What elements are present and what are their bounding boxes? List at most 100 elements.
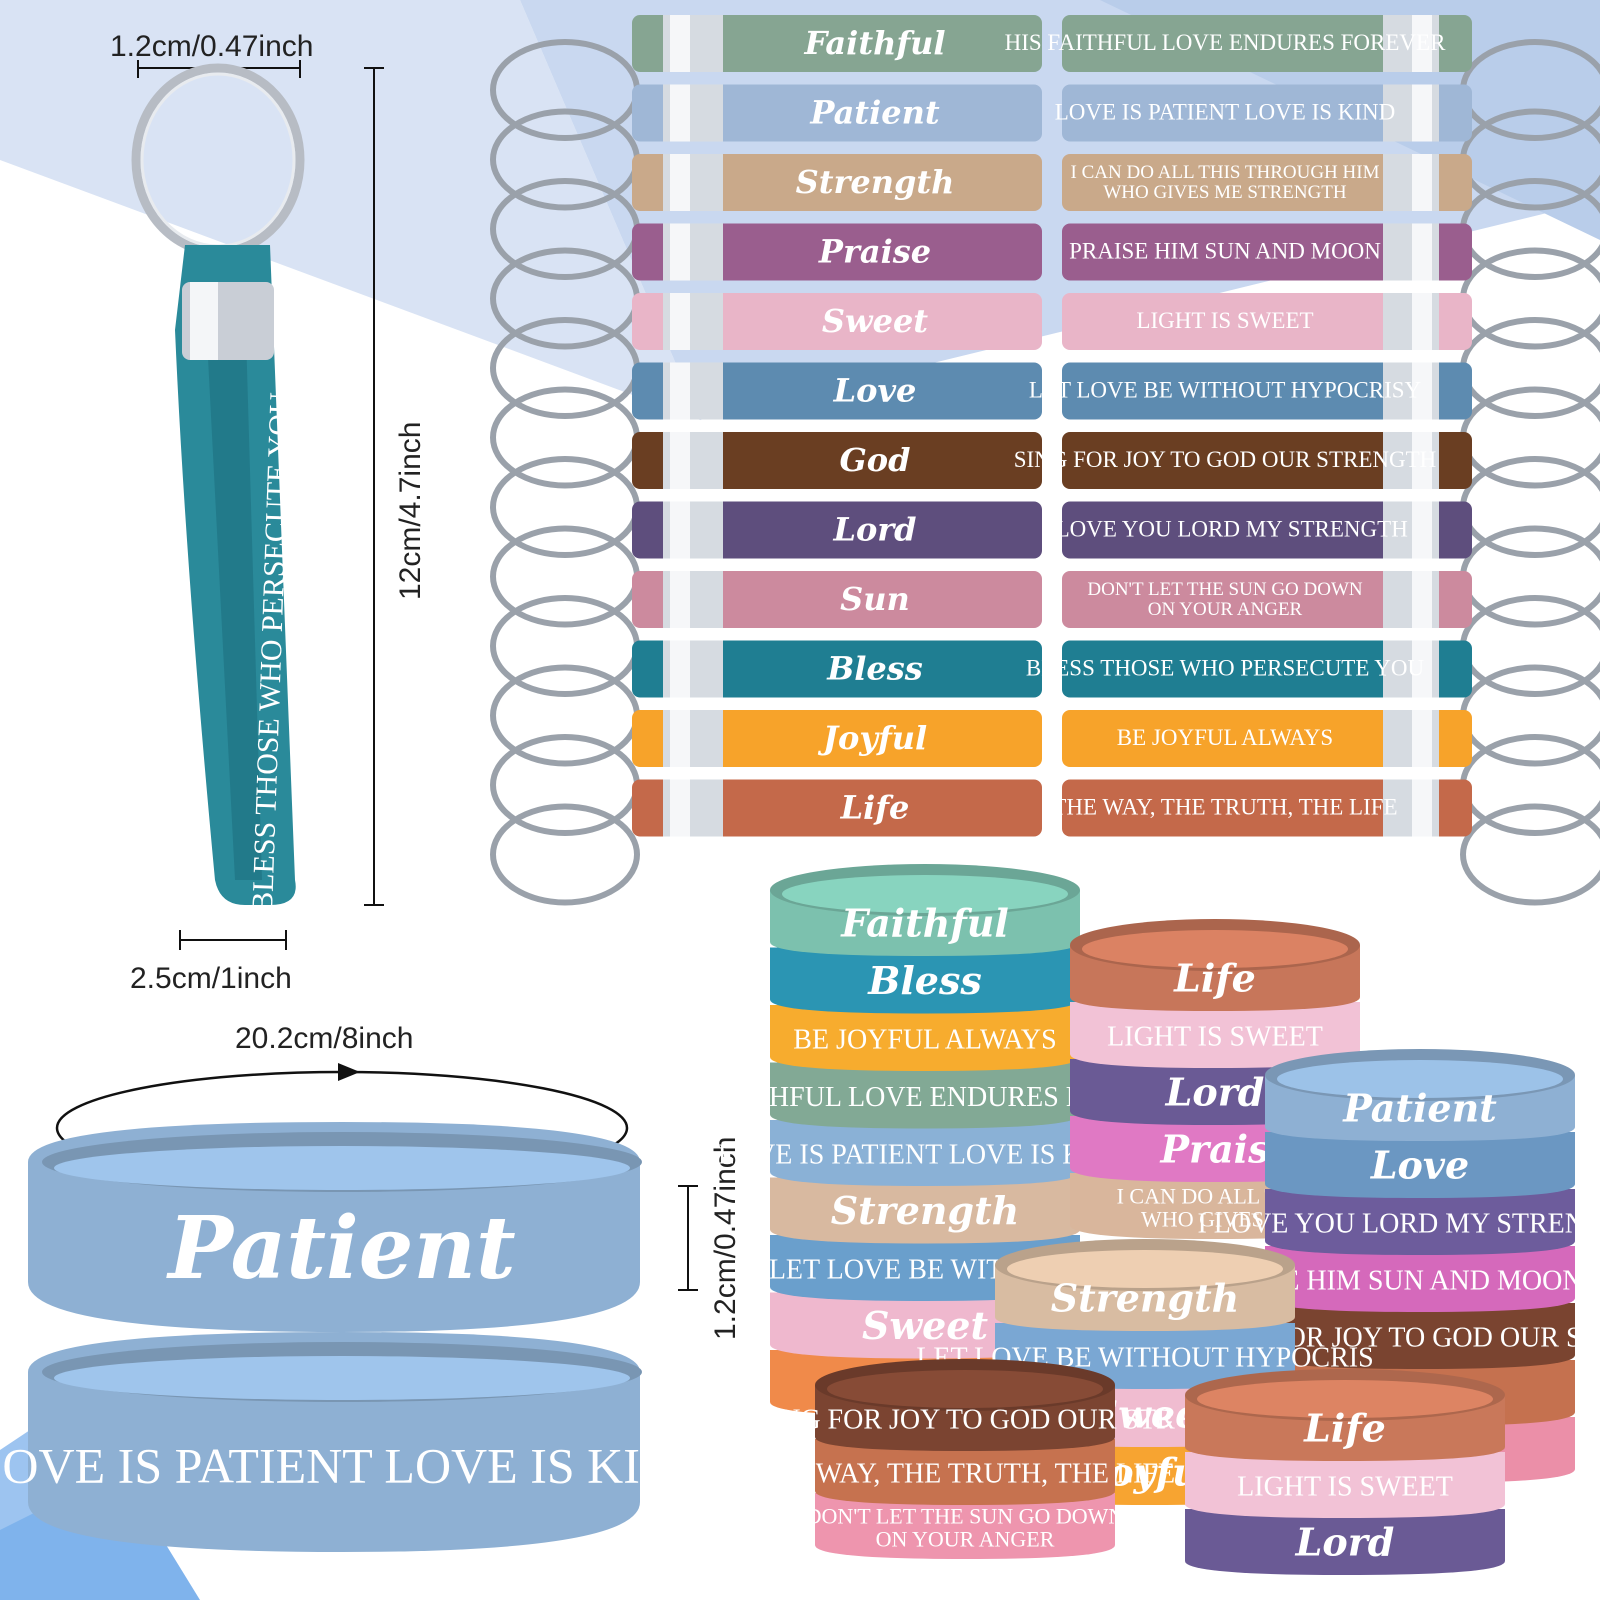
- bracelet-text: LIGHT IS SWEET: [1107, 1021, 1323, 1052]
- bracelet-text: Strength: [831, 1188, 1020, 1233]
- bracelet-text: LOVE IS PATIENT LOVE IS KIND: [0, 1437, 712, 1493]
- keychain-phrase: BLESS THOSE WHO PERSECUTE YOU: [1026, 655, 1425, 680]
- keychain-phrase: I CAN DO ALL THIS THROUGH HIM: [1071, 162, 1380, 183]
- keychain-length-label: 12cm/4.7inch: [394, 422, 427, 600]
- word-keychain: [632, 15, 1042, 72]
- word-keychain: [632, 571, 1042, 628]
- strap-width-label: 2.5cm/1inch: [130, 962, 292, 995]
- keychain-row: Faithful HIS FAITHFUL LOVE ENDURES FOREVE…: [490, 15, 1600, 141]
- stack-bracelet: I LOVE YOU LORD MY STRENGTH: [1197, 1189, 1600, 1255]
- keychain-phrase: THE WAY, THE TRUTH, THE LIFE: [1052, 794, 1397, 819]
- keychain-row: God SING FOR JOY TO GOD OUR STRENGTH: [490, 432, 1600, 558]
- phrase-keychain: [1062, 571, 1472, 628]
- bracelet-text: Faithful: [840, 901, 1009, 946]
- bracelet-text: LIGHT IS SWEET: [1237, 1471, 1453, 1502]
- bracelet-text: Love: [1370, 1143, 1469, 1188]
- keychain-row: Patient LOVE IS PATIENT LOVE IS KIND: [490, 84, 1600, 211]
- keychain-word: Sweet: [822, 302, 928, 340]
- big-bracelet: Patient: [28, 1122, 642, 1332]
- key-ring: [490, 803, 640, 906]
- keychain-word: Patient: [809, 94, 940, 132]
- big-bracelet: LOVE IS PATIENT LOVE IS KIND: [0, 1332, 712, 1552]
- ring-width-label: 1.2cm/0.47inch: [110, 30, 313, 63]
- keychain-word: Strength: [796, 163, 955, 201]
- bracelet-width-label: 1.2cm/0.47inch: [709, 1137, 742, 1340]
- bracelet-text: LOVE IS PATIENT LOVE IS KIND: [718, 1139, 1133, 1170]
- stack-bracelet: Strength: [770, 1177, 1080, 1244]
- bracelet-text: Bless: [867, 958, 982, 1003]
- phrase-keychain: [1062, 432, 1472, 489]
- word-keychain: [632, 362, 1042, 420]
- word-keychain: [632, 84, 1042, 142]
- phrase-keychain: [1062, 15, 1472, 72]
- keychain-row: Praise PRAISE HIM SUN AND MOON: [490, 223, 1600, 350]
- stack-bracelet: Strength: [995, 1239, 1295, 1331]
- phrase-keychain: [1062, 640, 1472, 698]
- phrase-keychain: [1062, 501, 1472, 559]
- stack-bracelet: Patient: [1265, 1049, 1575, 1141]
- dimension-annotations: 1.2cm/0.47inch 12cm/4.7inch 2.5cm/1inch …: [55, 30, 742, 1340]
- keychain-word: Faithful: [803, 24, 945, 62]
- keychain-word: Lord: [832, 511, 916, 549]
- stack-bracelet: ISE HIM SUN AND MOON: [1257, 1246, 1583, 1312]
- stack-bracelet: Love: [1265, 1132, 1575, 1198]
- bracelet-text: Life: [1303, 1406, 1386, 1451]
- phrase-keychain: [1062, 779, 1472, 837]
- stack-bracelet: THE WAY, THE TRUTH, THE LIFE: [755, 1439, 1175, 1505]
- keychain-phrase: HIS FAITHFUL LOVE ENDURES FOREVER: [1005, 30, 1447, 55]
- stack-bracelet: Life: [1185, 1369, 1505, 1461]
- keychain-phrase: LOVE IS PATIENT LOVE IS KIND: [1055, 99, 1396, 124]
- phrase-keychain: [1062, 154, 1472, 211]
- key-ring: [1460, 803, 1600, 906]
- circumference-label: 20.2cm/8inch: [235, 1022, 413, 1055]
- keychain-phrase: ON YOUR ANGER: [1148, 599, 1303, 620]
- keychain-word: Bless: [826, 650, 923, 688]
- keychain-phrase: LET LOVE BE WITHOUT HYPOCRISY: [1029, 377, 1422, 402]
- keychain-word: Praise: [818, 233, 931, 271]
- bracelet-text: Sweet: [862, 1303, 989, 1348]
- keychain-phrase: LIGHT IS SWEET: [1136, 308, 1313, 333]
- stack-bracelet: Faithful: [770, 864, 1080, 956]
- keychain-row: Bless BLESS THOSE WHO PERSECUTE YOU: [490, 640, 1600, 767]
- bracelet-text: I LOVE YOU LORD MY STRENGTH: [1197, 1208, 1600, 1239]
- word-keychain: [632, 779, 1042, 837]
- word-keychain: [632, 710, 1042, 767]
- bracelet-text: Patient: [1342, 1086, 1497, 1131]
- phrase-keychain: [1062, 710, 1472, 767]
- bracelet-text: WHO GIVES M: [1141, 1207, 1289, 1232]
- word-keychain: [632, 432, 1042, 489]
- keychain-phrase: PRAISE HIM SUN AND MOON: [1069, 238, 1381, 263]
- keychain-set: Faithful HIS FAITHFUL LOVE ENDURES FOREVE…: [490, 15, 1600, 906]
- bracelet-text: ON YOUR ANGER: [876, 1527, 1055, 1552]
- bracelet-text: Lord: [1165, 1070, 1265, 1115]
- keychain-word: Love: [833, 372, 917, 410]
- keychain-word: God: [839, 441, 910, 479]
- bracelet-text: Life: [1173, 956, 1256, 1001]
- word-keychain: [632, 293, 1042, 350]
- stack-bracelet: LOVE IS PATIENT LOVE IS KIND: [718, 1120, 1133, 1186]
- word-keychain: [632, 154, 1042, 211]
- bracelet-text: Patient: [165, 1198, 515, 1299]
- keychain-row: Strength I CAN DO ALL THIS THROUGH HIMWHO…: [490, 154, 1600, 280]
- keychain-phrase: WHO GIVES ME STRENGTH: [1103, 182, 1347, 203]
- keychain-phrase: BE JOYFUL ALWAYS: [1117, 725, 1333, 750]
- phrase-keychain: [1062, 362, 1472, 420]
- stack-bracelet: SING FOR JOY TO GOD OUR STR: [755, 1359, 1175, 1451]
- bracelet-text: Lord: [1295, 1520, 1395, 1565]
- stack-bracelet: Bless: [770, 947, 1080, 1014]
- phrase-keychain: [1062, 84, 1472, 142]
- word-keychain: [632, 501, 1042, 559]
- stack-bracelet: Life: [1070, 919, 1360, 1011]
- keychain-phrase: SING FOR JOY TO GOD OUR STRENGTH: [1014, 447, 1437, 472]
- stack-bracelet: LIGHT IS SWEET: [1185, 1452, 1505, 1518]
- word-keychain: [632, 640, 1042, 698]
